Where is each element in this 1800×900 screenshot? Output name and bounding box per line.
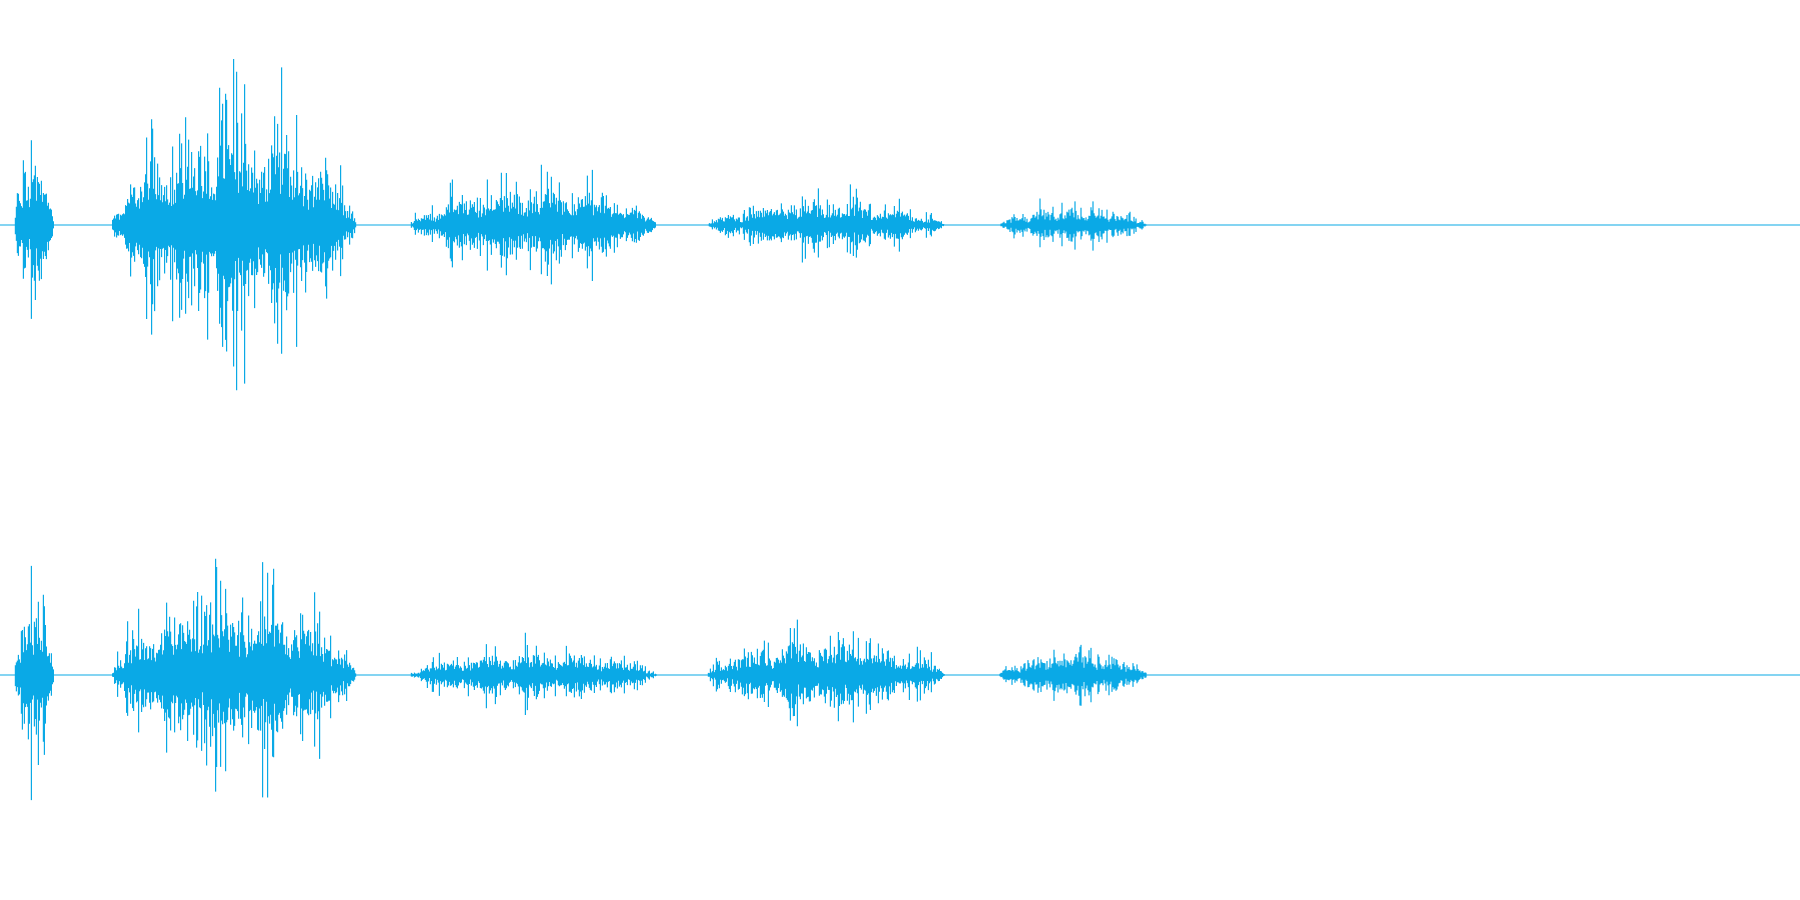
waveform-segment [999,644,1147,706]
channel-top [0,59,1800,391]
waveform-segment [410,632,657,715]
waveform-segment [410,164,657,285]
waveform-segment [999,198,1147,251]
waveform-segment [707,619,945,727]
waveform-segment [112,558,357,798]
waveform-segment [14,565,54,801]
channel-bottom [0,558,1800,801]
waveform-segment [112,59,357,391]
waveform-segment [707,184,945,263]
waveform-segment [14,140,54,319]
